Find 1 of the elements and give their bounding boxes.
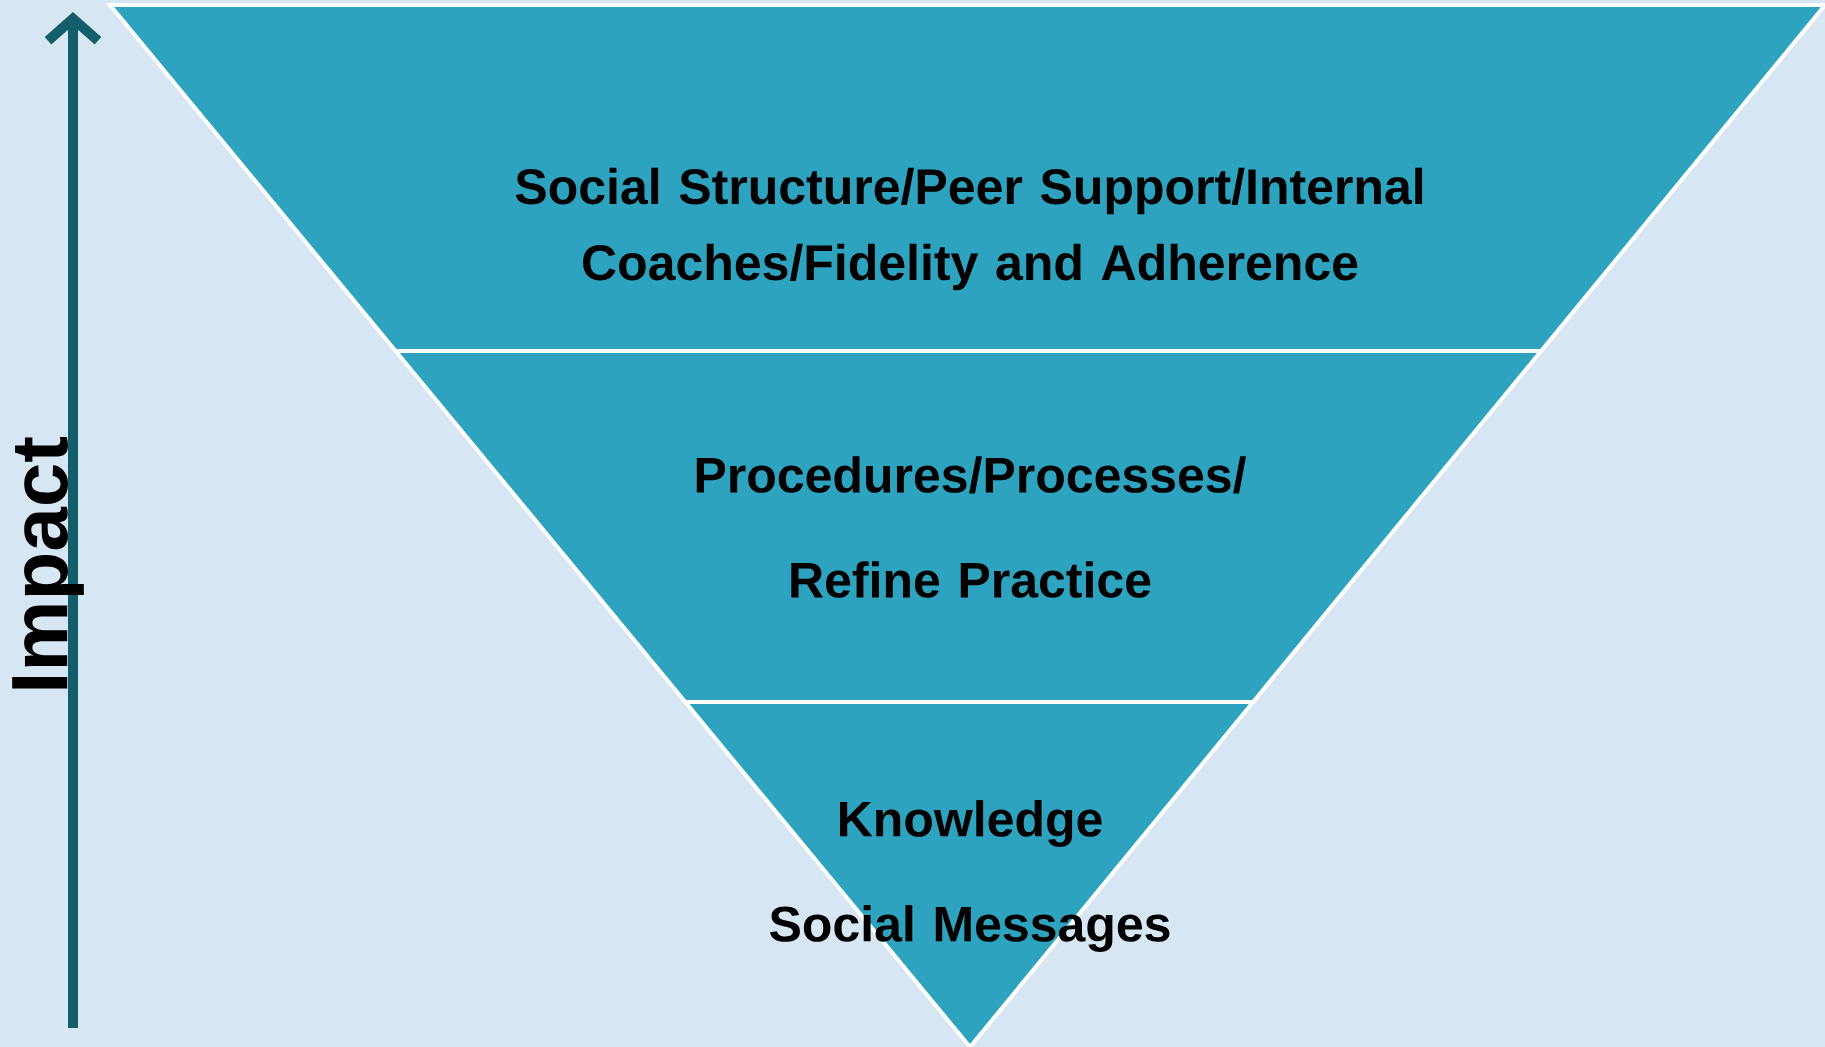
axis-label: Impact [12,437,84,689]
